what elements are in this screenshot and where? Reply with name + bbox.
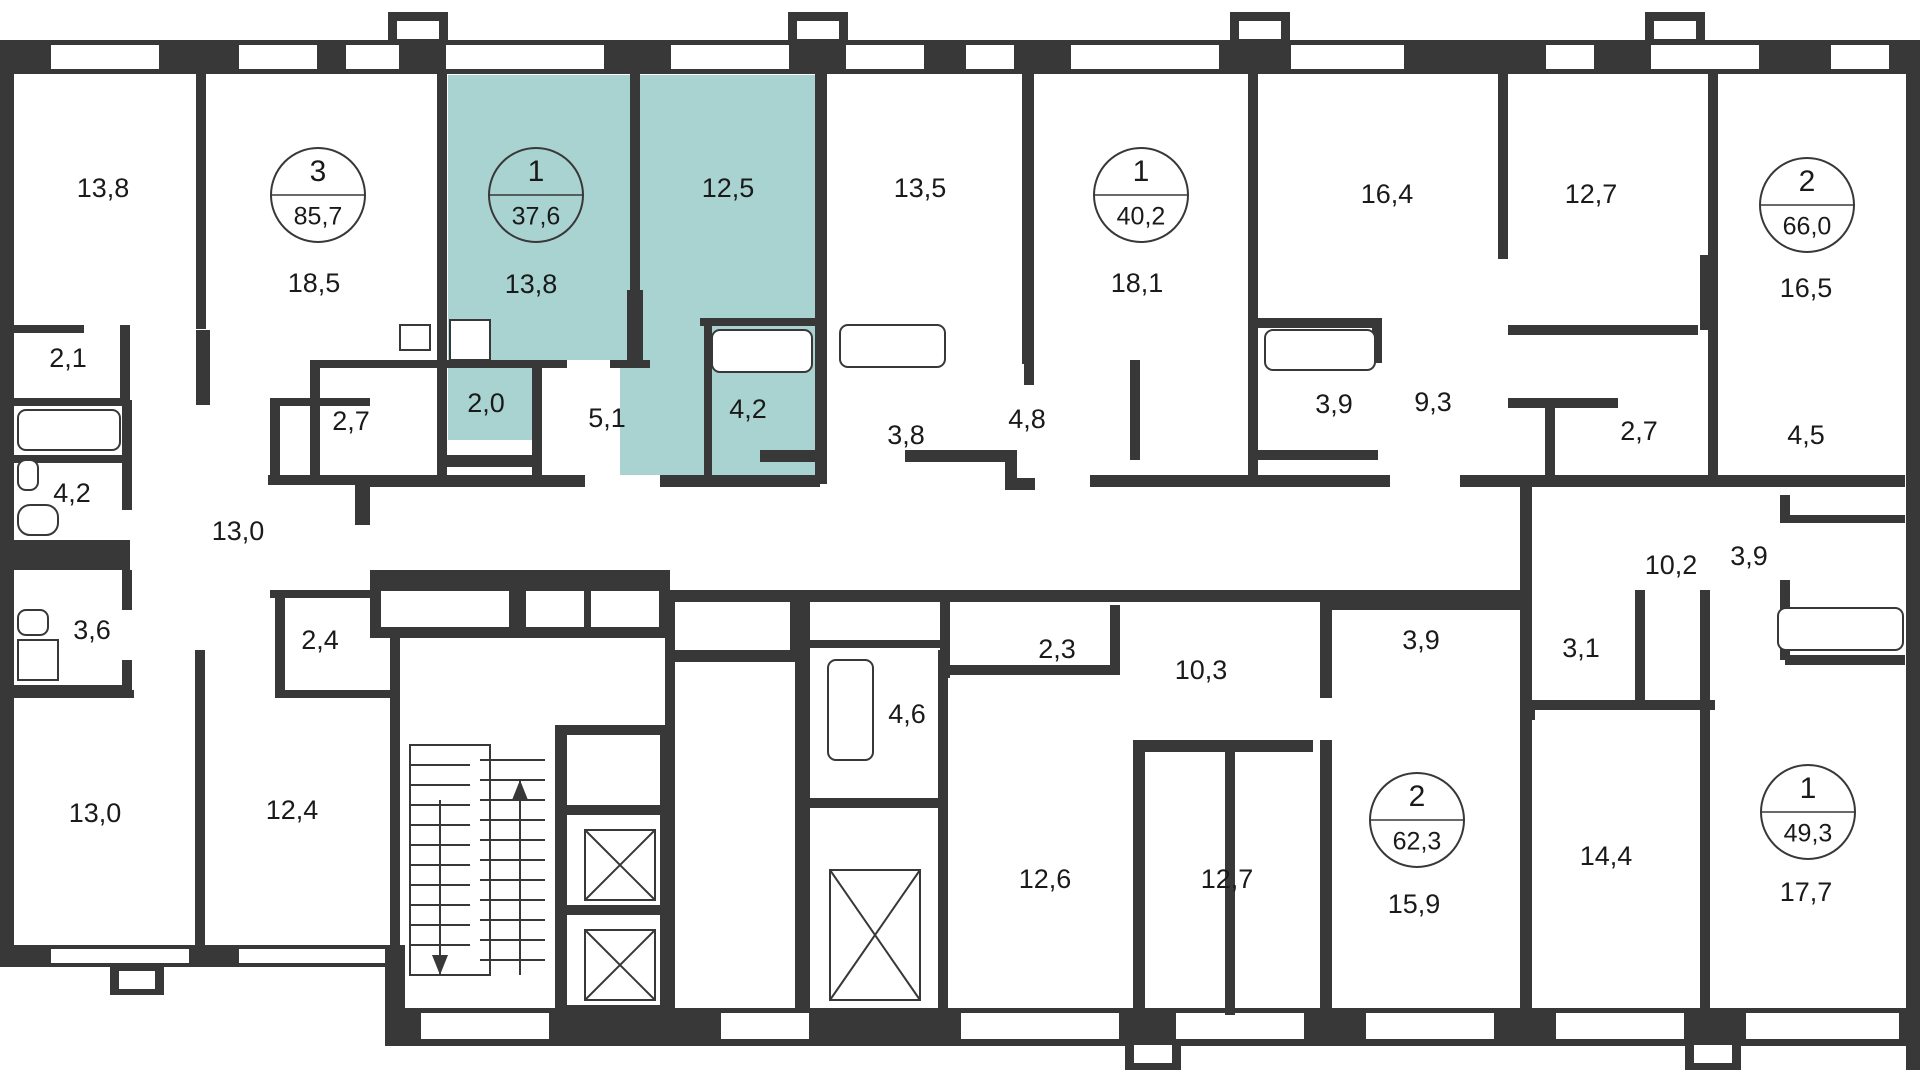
elevators xyxy=(584,829,921,1001)
interior-walls xyxy=(14,74,1905,1025)
stairs xyxy=(409,744,545,976)
room-area: 3,1 xyxy=(1562,633,1600,663)
room-area: 17,7 xyxy=(1780,877,1833,907)
room-area: 5,1 xyxy=(588,403,626,433)
room-area: 3,6 xyxy=(73,615,111,645)
room-area: 4,5 xyxy=(1787,420,1825,450)
outer-walls xyxy=(0,12,1920,1070)
room-area: 12,7 xyxy=(1565,179,1618,209)
apartment-area: 49,3 xyxy=(1784,820,1833,848)
room-area: 2,4 xyxy=(301,625,339,655)
apartment-badge-1b[interactable]: 1 40,2 xyxy=(1093,147,1189,243)
room-area: 4,2 xyxy=(729,394,767,424)
room-area: 2,0 xyxy=(467,388,505,418)
apartment-badge-1c[interactable]: 1 49,3 xyxy=(1760,764,1856,860)
apartment-rooms: 1 xyxy=(528,155,545,188)
room-area: 12,7 xyxy=(1201,864,1254,894)
apartment-badge-2b[interactable]: 2 62,3 xyxy=(1369,772,1465,868)
room-area: 13,8 xyxy=(505,269,558,299)
room-area: 4,2 xyxy=(53,478,91,508)
room-area: 10,3 xyxy=(1175,655,1228,685)
apartment-area: 62,3 xyxy=(1393,828,1442,856)
room-area: 3,9 xyxy=(1315,389,1353,419)
apartment-area: 40,2 xyxy=(1117,203,1166,231)
room-area: 18,1 xyxy=(1111,268,1164,298)
room-area: 15,9 xyxy=(1388,889,1441,919)
apartment-rooms: 1 xyxy=(1800,772,1817,805)
room-area: 16,4 xyxy=(1361,179,1414,209)
room-area: 2,7 xyxy=(1620,416,1658,446)
room-area: 13,5 xyxy=(894,173,947,203)
room-area: 13,8 xyxy=(77,173,130,203)
room-area: 12,5 xyxy=(702,173,755,203)
room-labels: 13,8 18,5 2,1 2,7 4,2 13,0 3,6 2,4 13,0 … xyxy=(49,173,1832,919)
apartment-rooms: 2 xyxy=(1409,780,1426,813)
apartment-area: 37,6 xyxy=(512,203,561,231)
room-area: 2,7 xyxy=(332,406,370,436)
apartment-area: 85,7 xyxy=(294,203,343,231)
room-area: 12,6 xyxy=(1019,864,1072,894)
room-area: 3,9 xyxy=(1402,625,1440,655)
apartment-rooms: 2 xyxy=(1799,165,1816,198)
room-area: 12,4 xyxy=(266,795,319,825)
room-area: 3,8 xyxy=(887,420,925,450)
apartment-rooms: 3 xyxy=(310,155,327,188)
apartment-rooms: 1 xyxy=(1133,155,1150,188)
room-area: 13,0 xyxy=(212,516,265,546)
apartment-area: 66,0 xyxy=(1783,213,1832,241)
room-area: 3,9 xyxy=(1730,541,1768,571)
room-area: 10,2 xyxy=(1645,550,1698,580)
room-area: 4,6 xyxy=(888,699,926,729)
room-area: 14,4 xyxy=(1580,841,1633,871)
fixtures xyxy=(17,319,1904,761)
room-area: 16,5 xyxy=(1780,273,1833,303)
apartment-badge-1a[interactable]: 1 37,6 xyxy=(488,147,584,243)
apartment-badge-3[interactable]: 3 85,7 xyxy=(270,147,366,243)
room-area: 2,3 xyxy=(1038,634,1076,664)
room-area: 13,0 xyxy=(69,798,122,828)
room-area: 9,3 xyxy=(1414,387,1452,417)
room-area: 2,1 xyxy=(49,343,87,373)
room-area: 18,5 xyxy=(288,268,341,298)
room-area: 4,8 xyxy=(1008,404,1046,434)
apartment-badge-2a[interactable]: 2 66,0 xyxy=(1759,157,1855,253)
